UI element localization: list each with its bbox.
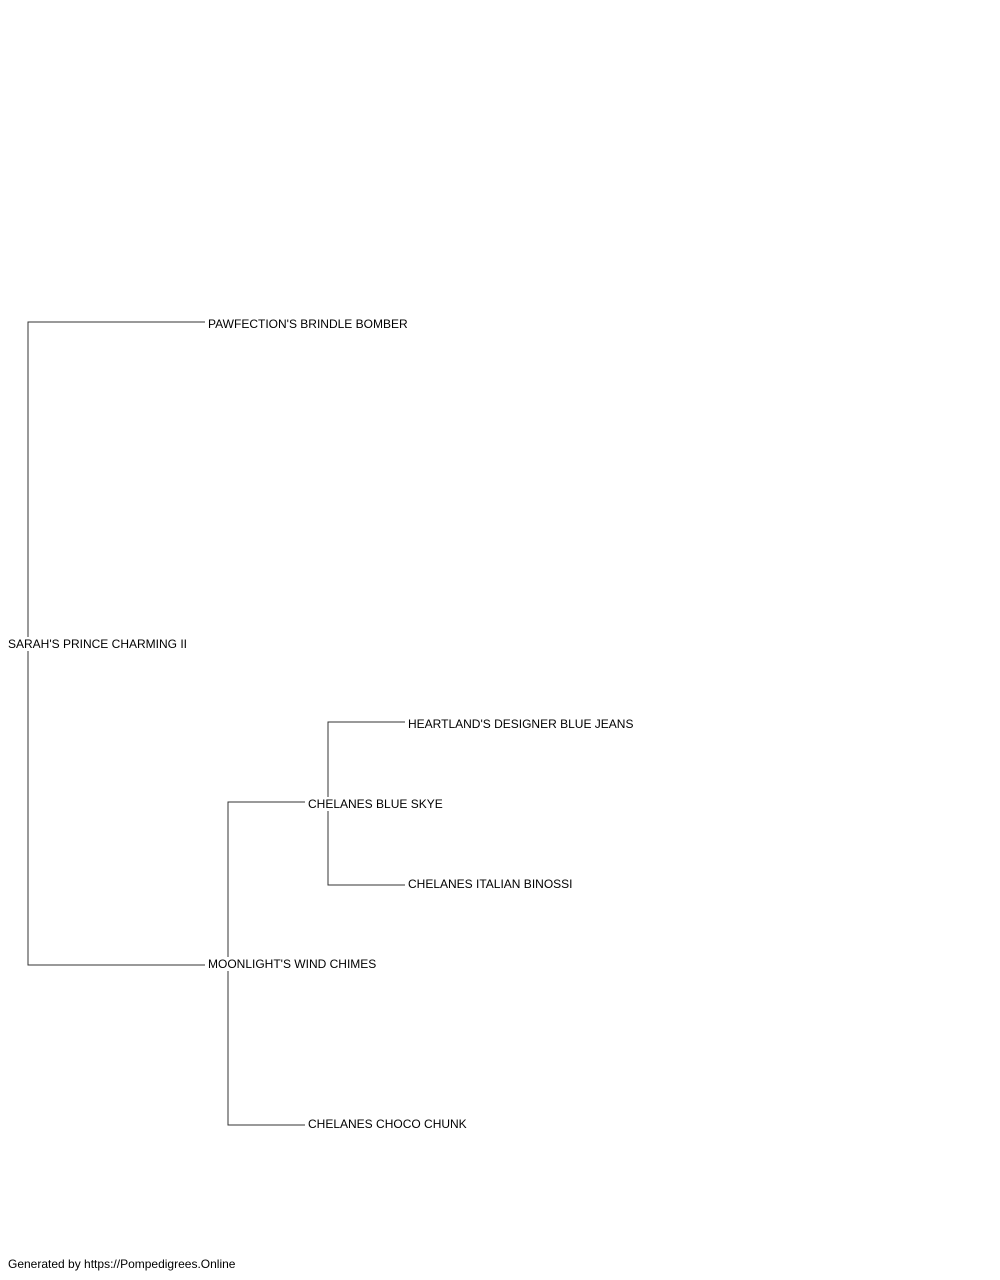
sire-name: PAWFECTION'S BRINDLE BOMBER: [207, 317, 409, 331]
dam-sire-dam-name: CHELANES ITALIAN BINOSSI: [407, 877, 574, 891]
dam-sire-sire-name: HEARTLAND'S DESIGNER BLUE JEANS: [407, 717, 635, 731]
generated-by-footer: Generated by https://Pompedigrees.Online: [8, 1257, 236, 1271]
subject-name: SARAH'S PRINCE CHARMING II: [7, 637, 188, 651]
dam-dam-name: CHELANES CHOCO CHUNK: [307, 1117, 468, 1131]
dam-sire-name: CHELANES BLUE SKYE: [307, 797, 444, 811]
dam-name: MOONLIGHT'S WIND CHIMES: [207, 957, 378, 971]
